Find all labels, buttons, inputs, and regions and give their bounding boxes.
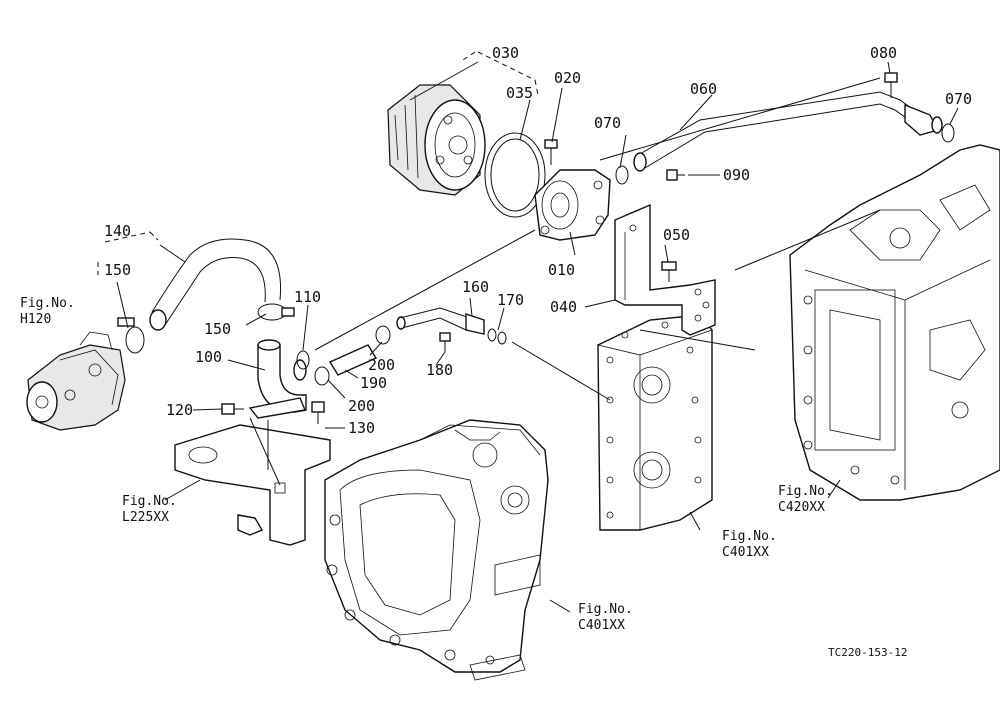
- callout-010: 010: [548, 261, 575, 279]
- drawing-code: TC220-153-12: [828, 646, 907, 659]
- hose-clamp-150-center: [257, 303, 295, 321]
- callout-130: 130: [348, 419, 375, 437]
- callout-200-lower: 200: [348, 397, 375, 415]
- callout-140: 140: [104, 222, 131, 240]
- o-ring-070-left: [615, 165, 629, 185]
- elbow-pipe-100: [248, 339, 307, 419]
- callout-040: 040: [550, 298, 577, 316]
- hose-140: [149, 238, 282, 331]
- oil-filter-030: [387, 84, 486, 196]
- callout-090: 090: [723, 166, 750, 184]
- fig-ref-l225-label: Fig.No.: [122, 494, 177, 509]
- pipe-160: [396, 307, 485, 335]
- hose-clamp-200-lower: [314, 366, 330, 386]
- callout-050: 050: [663, 226, 690, 244]
- callout-080: 080: [870, 44, 897, 62]
- figure-references: Fig.No. H120 Fig.No. L225XX Fig.No. C420…: [20, 296, 833, 633]
- o-ring-070-right: [941, 123, 955, 143]
- callout-110: 110: [294, 288, 321, 306]
- fig-ref-c420-code: C420XX: [778, 500, 825, 515]
- callout-070-left: 070: [594, 114, 621, 132]
- callout-035: 035: [506, 84, 533, 102]
- fig-ref-c401-bottom-label: Fig.No.: [578, 602, 633, 617]
- hose-clamp-150-left: [117, 317, 145, 354]
- callout-070-right: 070: [945, 90, 972, 108]
- o-ring-170-b: [497, 331, 507, 345]
- part-callouts: 030 020 035 070 060 080 070 090 010 050 …: [104, 44, 972, 437]
- callout-190: 190: [360, 374, 387, 392]
- callout-100: 100: [195, 348, 222, 366]
- fig-ref-c401-right-code: C401XX: [722, 545, 769, 560]
- bracket-040: [614, 203, 716, 336]
- o-ring-035: [484, 132, 546, 218]
- fig-ref-c420-label: Fig.No.: [778, 484, 833, 499]
- bolt-020: [544, 139, 558, 165]
- o-ring-035-inner: [490, 138, 540, 212]
- o-ring-110: [296, 350, 310, 370]
- leader-lines: [97, 51, 959, 613]
- callout-120: 120: [166, 401, 193, 419]
- bolt-180: [439, 332, 451, 352]
- callout-150-center: 150: [204, 320, 231, 338]
- fig-ref-h120-code: H120: [20, 312, 51, 327]
- o-ring-170-a: [487, 328, 497, 342]
- bolt-130: [311, 401, 325, 424]
- bolt-120: [221, 403, 244, 415]
- hose-clamp-200-upper: [375, 325, 391, 345]
- callout-170: 170: [497, 291, 524, 309]
- fig-ref-c401-bottom-code: C401XX: [578, 618, 625, 633]
- hose-190: [328, 344, 378, 376]
- callout-180: 180: [426, 361, 453, 379]
- pipe-060: [633, 91, 943, 172]
- callout-060: 060: [690, 80, 717, 98]
- fig-ref-l225-code: L225XX: [122, 510, 169, 525]
- fig-ref-c401-right-label: Fig.No.: [722, 529, 777, 544]
- callout-160: 160: [462, 278, 489, 296]
- callout-020: 020: [554, 69, 581, 87]
- bolt-080: [884, 72, 898, 98]
- callout-200-upper: 200: [368, 356, 395, 374]
- transmission-case-c420: [789, 144, 1000, 501]
- callout-150-left: 150: [104, 261, 131, 279]
- hydraulic-pump-h120: [26, 331, 126, 431]
- filter-head-010: [534, 169, 611, 241]
- bolt-050: [661, 261, 677, 282]
- mounting-frame-l225: [174, 424, 331, 546]
- fig-ref-h120-label: Fig.No.: [20, 296, 75, 311]
- transmission-housing-c401: [324, 419, 549, 681]
- callout-030: 030: [492, 44, 519, 62]
- bolt-090: [666, 169, 685, 181]
- cover-plate-c401: [597, 314, 713, 531]
